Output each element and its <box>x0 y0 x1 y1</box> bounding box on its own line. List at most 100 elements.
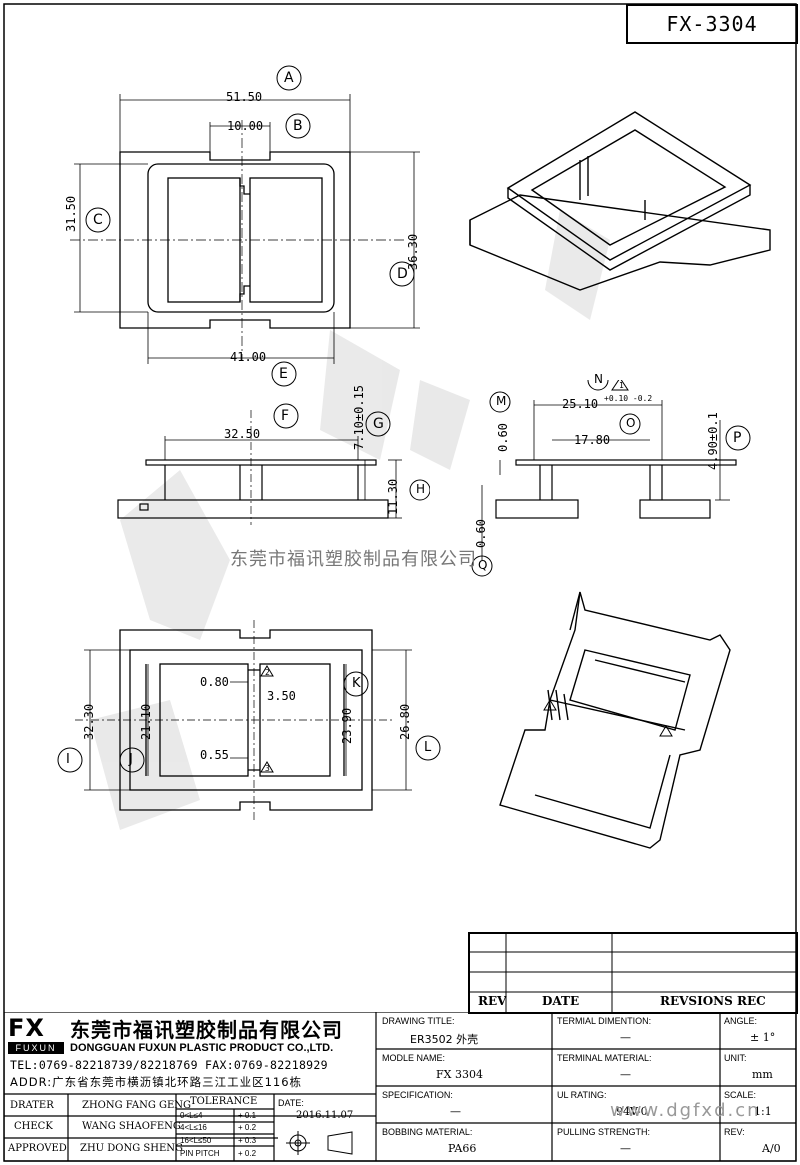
dim-J-value: 21.10 <box>139 703 153 740</box>
tag-E: E <box>279 366 288 382</box>
isometric-top-view <box>469 111 771 291</box>
dim-G-value: 7.10±0.15 <box>352 384 366 450</box>
dim-N-tolerance: +0.10 -0.2 <box>604 394 653 403</box>
terminal-material-label: TERMINAL MATERIAL: <box>557 1053 652 1063</box>
approved-value: ZHU DONG SHENG <box>80 1143 184 1154</box>
tolerance-range-3: 16<L≤50 <box>180 1136 212 1145</box>
dim-A-value: 51.50 <box>226 90 263 104</box>
tag-C: C <box>93 212 103 228</box>
dim-E-value: 41.00 <box>230 350 267 364</box>
tolerance-value-1: + 0.1 <box>238 1111 257 1120</box>
angle-value: ± 1° <box>750 1031 776 1044</box>
tag-K: K <box>352 676 361 691</box>
pulling-strength-value: — <box>620 1142 631 1155</box>
date-value: 2016.11.07 <box>296 1110 354 1121</box>
tolerance-value-4: + 0.2 <box>238 1149 257 1158</box>
revision-grid <box>470 934 796 1012</box>
dim-H-value: 11.30 <box>386 478 400 515</box>
tag-N: N <box>594 372 603 386</box>
tag-F: F <box>281 408 290 424</box>
section-view <box>471 380 751 577</box>
dim-O-value: 17.80 <box>574 433 611 447</box>
tag-O: O <box>626 416 636 430</box>
rev-label: REV: <box>724 1127 745 1137</box>
dim-Q-value: 0.60 <box>474 519 488 548</box>
company-addr: ADDR:广东省东莞市横沥镇北环路三江工业区116栋 <box>10 1075 303 1089</box>
projection-symbol-icon <box>286 1131 353 1155</box>
dim-P-value: 4.90±0.1 <box>706 412 720 470</box>
ul-rating-value: 94V-0 <box>616 1105 648 1118</box>
terminal-dimention-value: — <box>620 1031 631 1044</box>
drawing-code: FX-3304 <box>626 4 798 44</box>
tag-D: D <box>397 266 408 282</box>
tag-P: P <box>733 430 742 446</box>
tolerance-range-1: 0<L≤4 <box>180 1111 203 1120</box>
dim-K-value: 23.90 <box>340 707 354 744</box>
rev-col-header: REV <box>478 994 507 1008</box>
tolerance-label: TOLERANCE <box>190 1096 258 1107</box>
tag-J: J <box>129 752 133 767</box>
rev-value: A/0 <box>762 1142 781 1155</box>
revisions-col-header: REVSIONS REC <box>660 994 766 1008</box>
top-view <box>70 65 420 387</box>
date-col-header: DATE <box>542 994 580 1008</box>
approved-label: APPROVED <box>8 1143 67 1154</box>
dim-v2-value: 3.50 <box>267 689 296 703</box>
bobbing-material-label: BOBBING MATERIAL: <box>382 1127 473 1137</box>
company-name-cn: 东莞市福讯塑胶制品有限公司 <box>70 1018 343 1042</box>
check-value: WANG SHAOFENG <box>82 1121 181 1132</box>
title-block-grid <box>4 1012 796 1162</box>
tag-B: B <box>293 118 303 134</box>
scale-label: SCALE: <box>724 1090 757 1100</box>
note-tag-2: 2 <box>265 668 270 677</box>
side-view <box>117 403 430 525</box>
tag-L: L <box>424 740 432 755</box>
drawing-title-value: ER3502 外壳 <box>410 1033 479 1046</box>
dim-v1-value: 0.80 <box>200 675 229 689</box>
model-name-value: FX 3304 <box>436 1068 483 1081</box>
tolerance-value-2: + 0.2 <box>238 1123 257 1132</box>
note-tag-3: 3 <box>265 764 270 773</box>
company-logo-sub: FUXUN <box>8 1042 64 1054</box>
tag-G: G <box>373 416 384 432</box>
tolerance-value-3: + 0.3 <box>238 1136 257 1145</box>
specification-value: — <box>450 1105 461 1118</box>
unit-value: mm <box>752 1068 773 1081</box>
terminal-material-value: — <box>620 1068 631 1081</box>
drater-value: ZHONG FANG GENG <box>82 1100 192 1111</box>
dim-C-value: 31.50 <box>64 195 78 232</box>
drater-label: DRATER <box>10 1100 54 1111</box>
dim-M-value: 0.60 <box>496 423 510 452</box>
angle-label: ANGLE: <box>724 1016 758 1026</box>
dim-F-value: 32.50 <box>224 427 261 441</box>
dim-I-value: 32.30 <box>82 703 96 740</box>
unit-label: UNIT: <box>724 1053 747 1063</box>
company-logo: FX <box>8 1014 45 1042</box>
tag-M: M <box>496 394 507 408</box>
tag-I: I <box>66 752 70 767</box>
note-tag-1: 1 <box>619 381 624 390</box>
drawing-title-label: DRAWING TITLE: <box>382 1016 455 1026</box>
tag-H: H <box>416 482 426 496</box>
revision-table: REV DATE REVSIONS REC <box>468 932 798 1014</box>
dim-B-value: 10.00 <box>227 119 264 133</box>
tag-A: A <box>284 70 294 86</box>
tolerance-range-2: 4<L≤16 <box>180 1123 207 1132</box>
date-label: DATE: <box>278 1098 304 1108</box>
pulling-strength-label: PULLING STRENGTH: <box>557 1127 651 1137</box>
isometric-bottom-view <box>499 591 731 849</box>
website-watermark: www.dgfxd.cn <box>610 1100 761 1121</box>
dim-v3-value: 0.55 <box>200 748 229 762</box>
scale-value: 1:1 <box>754 1105 772 1118</box>
dim-N-value: 25.10 <box>562 397 599 411</box>
dim-L-value: 26.80 <box>398 703 412 740</box>
ul-rating-label: UL RATING: <box>557 1090 607 1100</box>
company-name-en: DONGGUAN FUXUN PLASTIC PRODUCT CO.,LTD. <box>70 1042 334 1054</box>
specification-label: SPECIFICATION: <box>382 1090 453 1100</box>
watermark-company-text: 东莞市福讯塑胶制品有限公司 <box>230 549 477 570</box>
terminal-dimention-label: TERMIAL DIMENTION: <box>557 1016 652 1026</box>
check-label: CHECK <box>14 1121 53 1132</box>
bobbing-material-value: PA66 <box>448 1142 477 1155</box>
